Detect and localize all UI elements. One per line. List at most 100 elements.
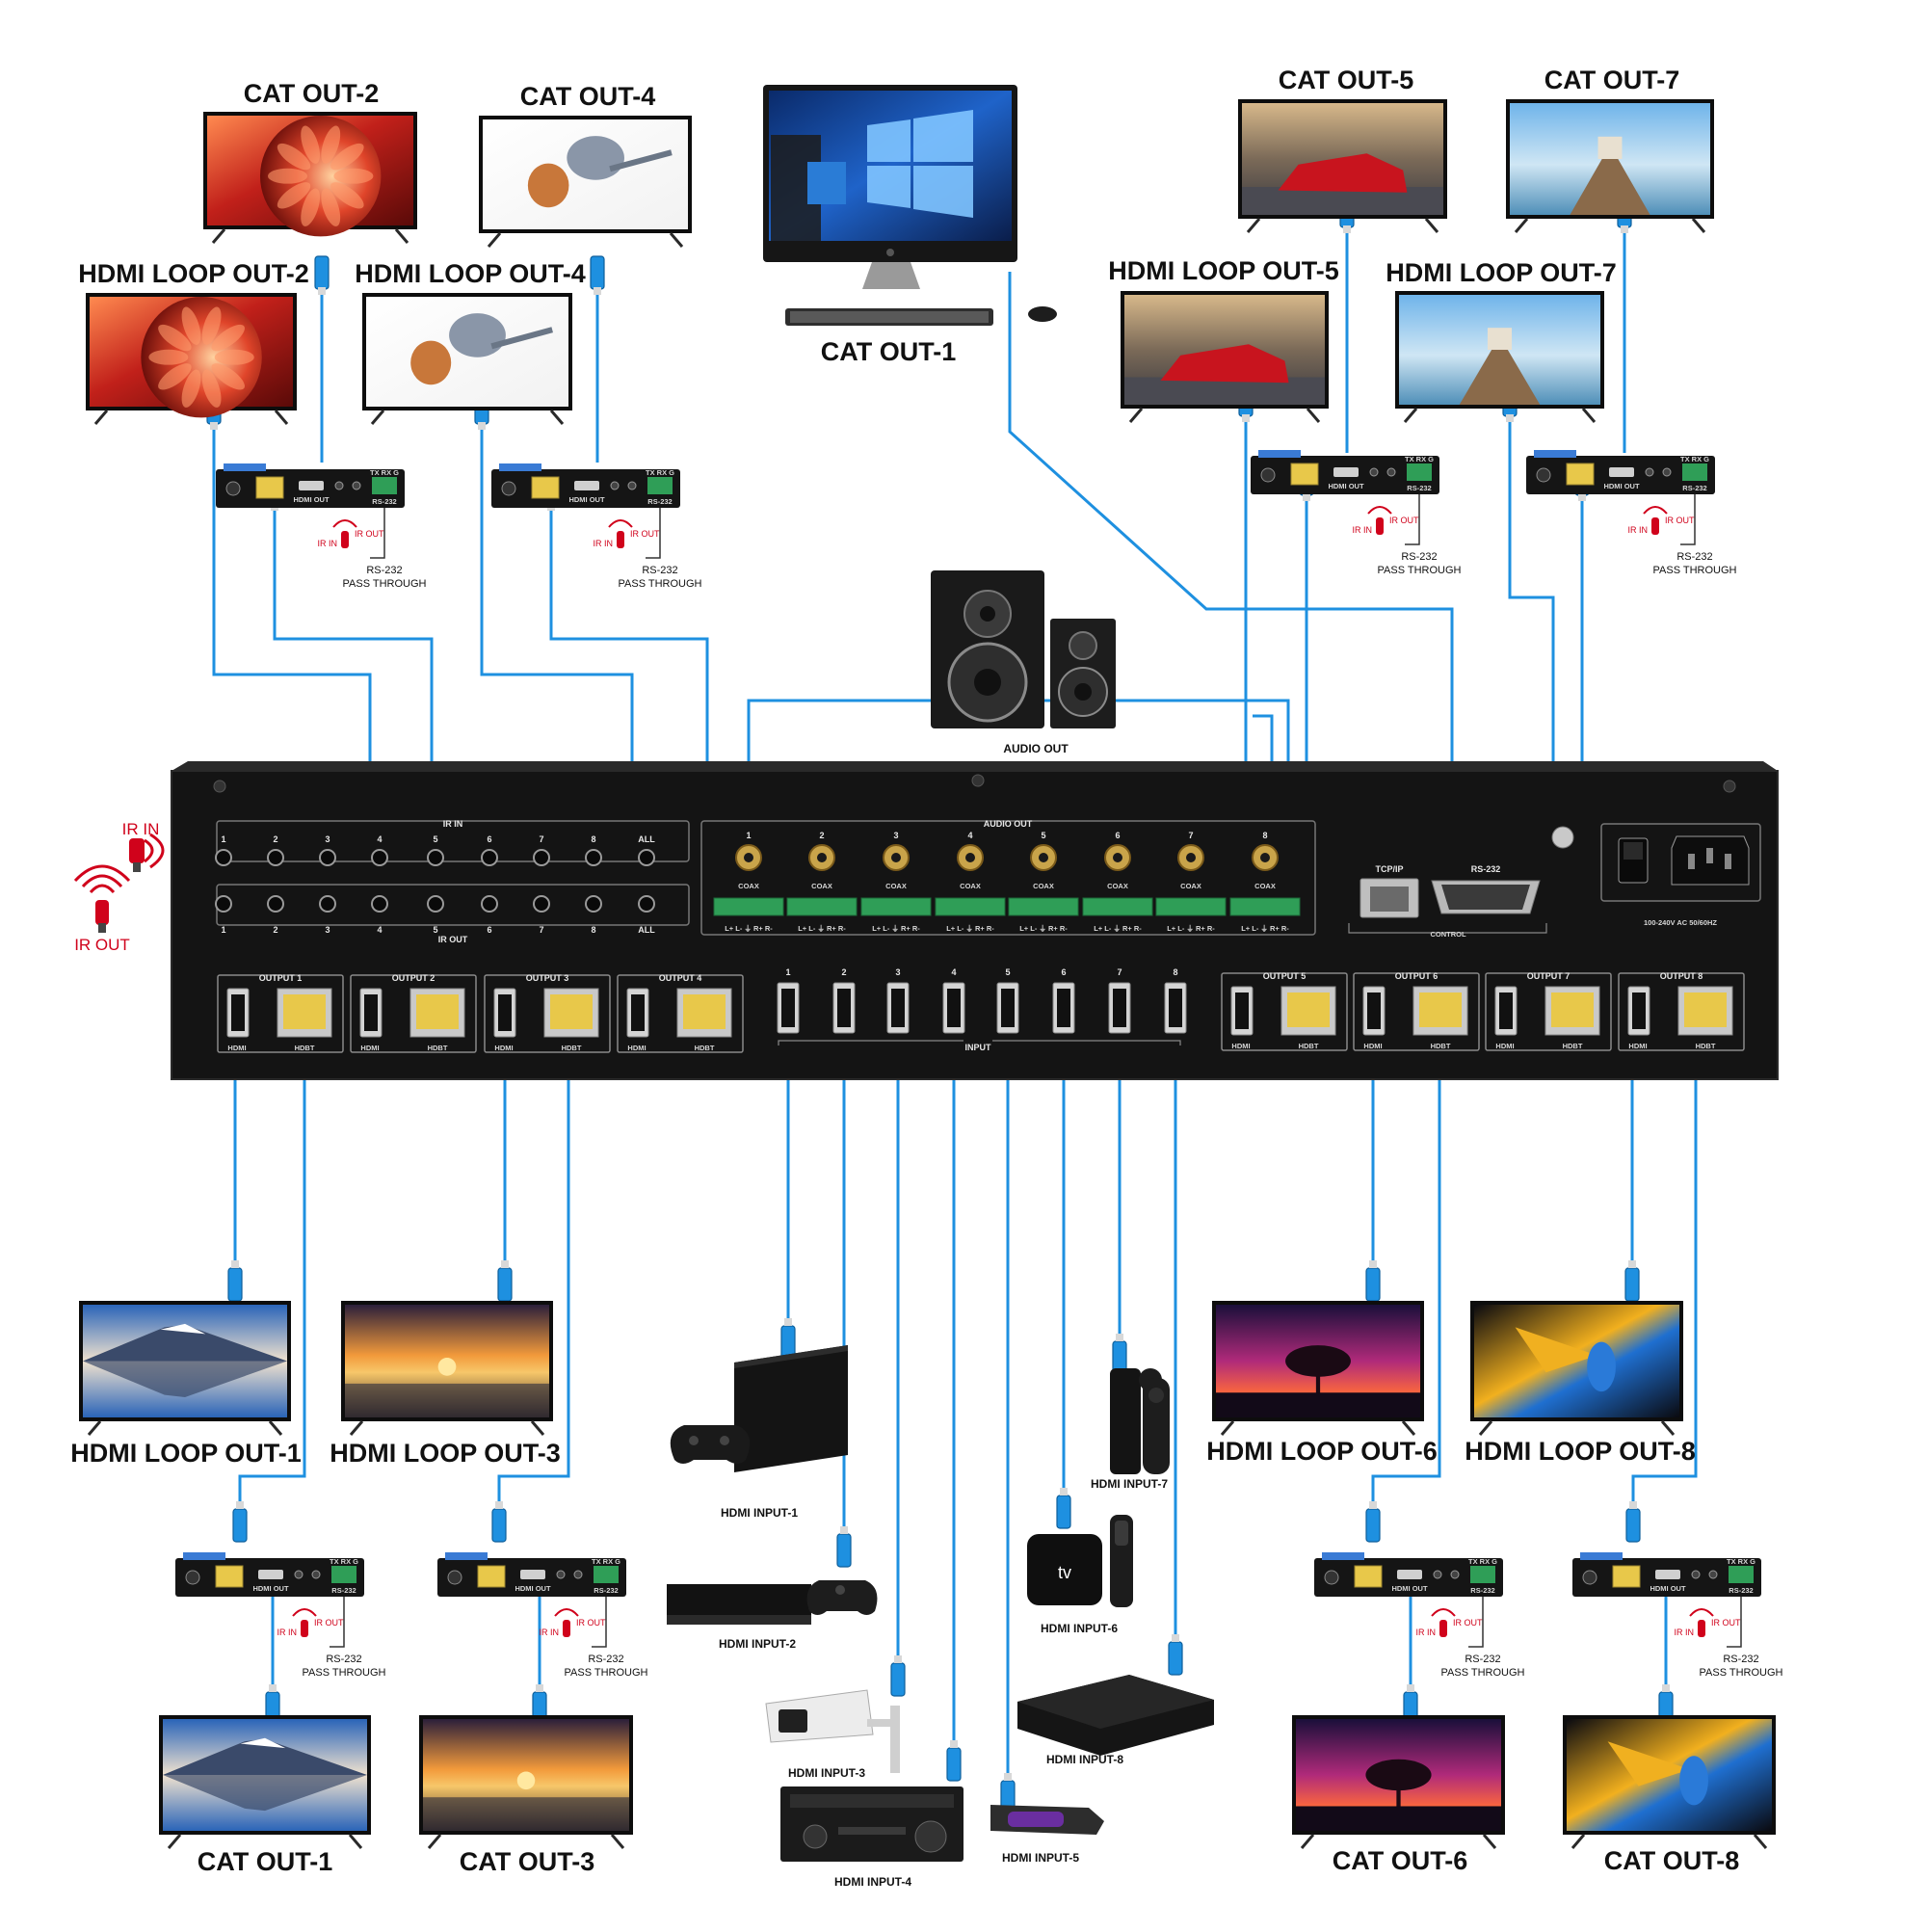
- hdmi-plug-icon: [590, 255, 605, 290]
- tv-stand: [1300, 1834, 1497, 1849]
- mouse-icon: [1028, 306, 1057, 322]
- hdmi-plug-icon: [227, 1267, 243, 1302]
- cat-out-6-bottom-label: CAT OUT-6: [1333, 1846, 1468, 1875]
- output-label: OUTPUT 5: [1263, 971, 1307, 981]
- tv-stand: [487, 232, 684, 248]
- coax-label: COAX: [960, 882, 981, 890]
- rs232-terminal: [594, 1566, 619, 1583]
- receiver-rs232-label: RS-232: [1470, 1586, 1494, 1595]
- hdmi-out-port: [1609, 467, 1634, 477]
- cable-run: [238, 1079, 306, 1513]
- ir-in-jack-icon: [1369, 467, 1379, 477]
- terminal-pin-labels: L+ L- ⏚ R+ R-: [798, 924, 846, 933]
- hdmi-loop-out-2-label: HDMI LOOP OUT-2: [78, 259, 309, 288]
- coax-label: COAX: [1033, 882, 1054, 890]
- ir-out-jack-icon: [319, 895, 336, 913]
- plug-tip-icon: [1407, 1684, 1414, 1692]
- boat-house: [1487, 328, 1513, 350]
- plug-tip-icon: [269, 1684, 277, 1692]
- plug-tip-icon: [1060, 1488, 1068, 1495]
- ir-in-jack-icon: [1645, 467, 1654, 477]
- plug-tip-icon: [1629, 1501, 1637, 1509]
- coax-label: COAX: [738, 882, 759, 890]
- coax-jack-center: [817, 853, 827, 862]
- plug-tip-icon: [1343, 225, 1351, 233]
- coax-jack-center: [1186, 853, 1196, 862]
- road: [1124, 377, 1325, 405]
- flower-petal: [330, 143, 364, 171]
- receiver-rs232-label: RS-232: [1729, 1586, 1753, 1595]
- display-hdmi-loop-out-3: [341, 1301, 553, 1436]
- receiver-hdmi-out-label: HDMI OUT: [252, 1584, 288, 1593]
- display-labels: CAT OUT-2 CAT OUT-4 CAT OUT-5 CAT OUT-7 …: [70, 66, 1739, 1876]
- cat-out-1-bottom-label: CAT OUT-1: [198, 1847, 333, 1876]
- av-receiver: HDMI INPUT-4: [780, 1786, 964, 1889]
- beach: [345, 1383, 549, 1417]
- plug-tip-icon: [1662, 1684, 1670, 1692]
- receiver-rs232-label: RS-232: [1407, 484, 1431, 492]
- receiver-ir-in-label: IR IN: [317, 539, 337, 548]
- hdmi-loop-out-4-label: HDMI LOOP OUT-4: [355, 259, 586, 288]
- input-number: 4: [951, 967, 956, 977]
- ir-out-jack-icon: [1386, 467, 1396, 477]
- cable-run: [1631, 1079, 1698, 1513]
- receiver-accent: [1258, 450, 1301, 458]
- ir-out-jack-icon: [573, 1570, 583, 1579]
- input-number: 7: [1117, 967, 1122, 977]
- ir-in-number: 6: [487, 834, 491, 844]
- audio-terminal-block: [786, 897, 858, 916]
- display-hdmi-loop-out-5: [1121, 291, 1329, 423]
- hdbt-port: [1354, 1565, 1383, 1588]
- flower-petal: [267, 168, 308, 184]
- plug-tip-icon: [1303, 493, 1310, 501]
- cat-out-1-top-label: CAT OUT-1: [821, 337, 957, 366]
- ir-in-jack-icon: [427, 849, 444, 866]
- hdmi-input-4-label: HDMI INPUT-4: [834, 1875, 911, 1889]
- hdmi-input-5-label: HDMI INPUT-5: [1002, 1851, 1079, 1865]
- hdmi-plug-icon: [232, 1508, 248, 1543]
- receiver-rs232-label: RS-232: [1682, 484, 1706, 492]
- hdmi-out-port: [574, 481, 599, 490]
- rj45-insert: [1684, 992, 1727, 1027]
- hdmi-loop-out-8-label: HDMI LOOP OUT-8: [1465, 1437, 1696, 1466]
- receiver-ir-out-label: IR OUT: [630, 529, 660, 539]
- output-label: OUTPUT 7: [1527, 971, 1571, 981]
- tv-stand: [349, 1420, 545, 1436]
- hdbt-label: HDBT: [1299, 1042, 1319, 1050]
- cat-out-2-top-label: CAT OUT-2: [244, 79, 380, 108]
- ir-out-number: 2: [273, 925, 277, 935]
- ir-in-jack-icon: [638, 849, 655, 866]
- rs232-wire: [370, 508, 385, 559]
- receiver-txrx-label: TX RX G: [1468, 1557, 1497, 1566]
- sun: [516, 1771, 536, 1790]
- plug-tip-icon: [1621, 225, 1628, 233]
- ground: [1296, 1806, 1501, 1831]
- hdmi-plug-icon: [836, 1533, 852, 1568]
- hdmi-loop-out-7-label: HDMI LOOP OUT-7: [1386, 258, 1617, 287]
- hdmi-out-port: [1333, 467, 1359, 477]
- coax-jack-center: [965, 853, 975, 862]
- ps4-console: HDMI INPUT-1: [670, 1345, 848, 1520]
- hdmi-label: HDMI: [494, 1044, 513, 1052]
- input-number: 3: [895, 967, 900, 977]
- output-group-frame: [1618, 972, 1745, 1051]
- ir-in-receiver-icon: [129, 833, 165, 872]
- flower-petal: [214, 349, 254, 365]
- plug-tip-icon: [231, 1260, 239, 1268]
- flower-petal: [211, 363, 245, 390]
- ir-emitter-icon: [1698, 1620, 1705, 1637]
- rj45-insert: [416, 994, 459, 1029]
- dc-jack-icon: [225, 481, 241, 496]
- flower-petal: [201, 306, 222, 345]
- hdmi-port-slot: [1001, 989, 1015, 1027]
- hdmi-port-slot: [947, 989, 961, 1027]
- ir-out-jack-icon: [1662, 467, 1672, 477]
- audio-terminal-block: [1008, 897, 1079, 916]
- hdbt-port: [531, 476, 560, 499]
